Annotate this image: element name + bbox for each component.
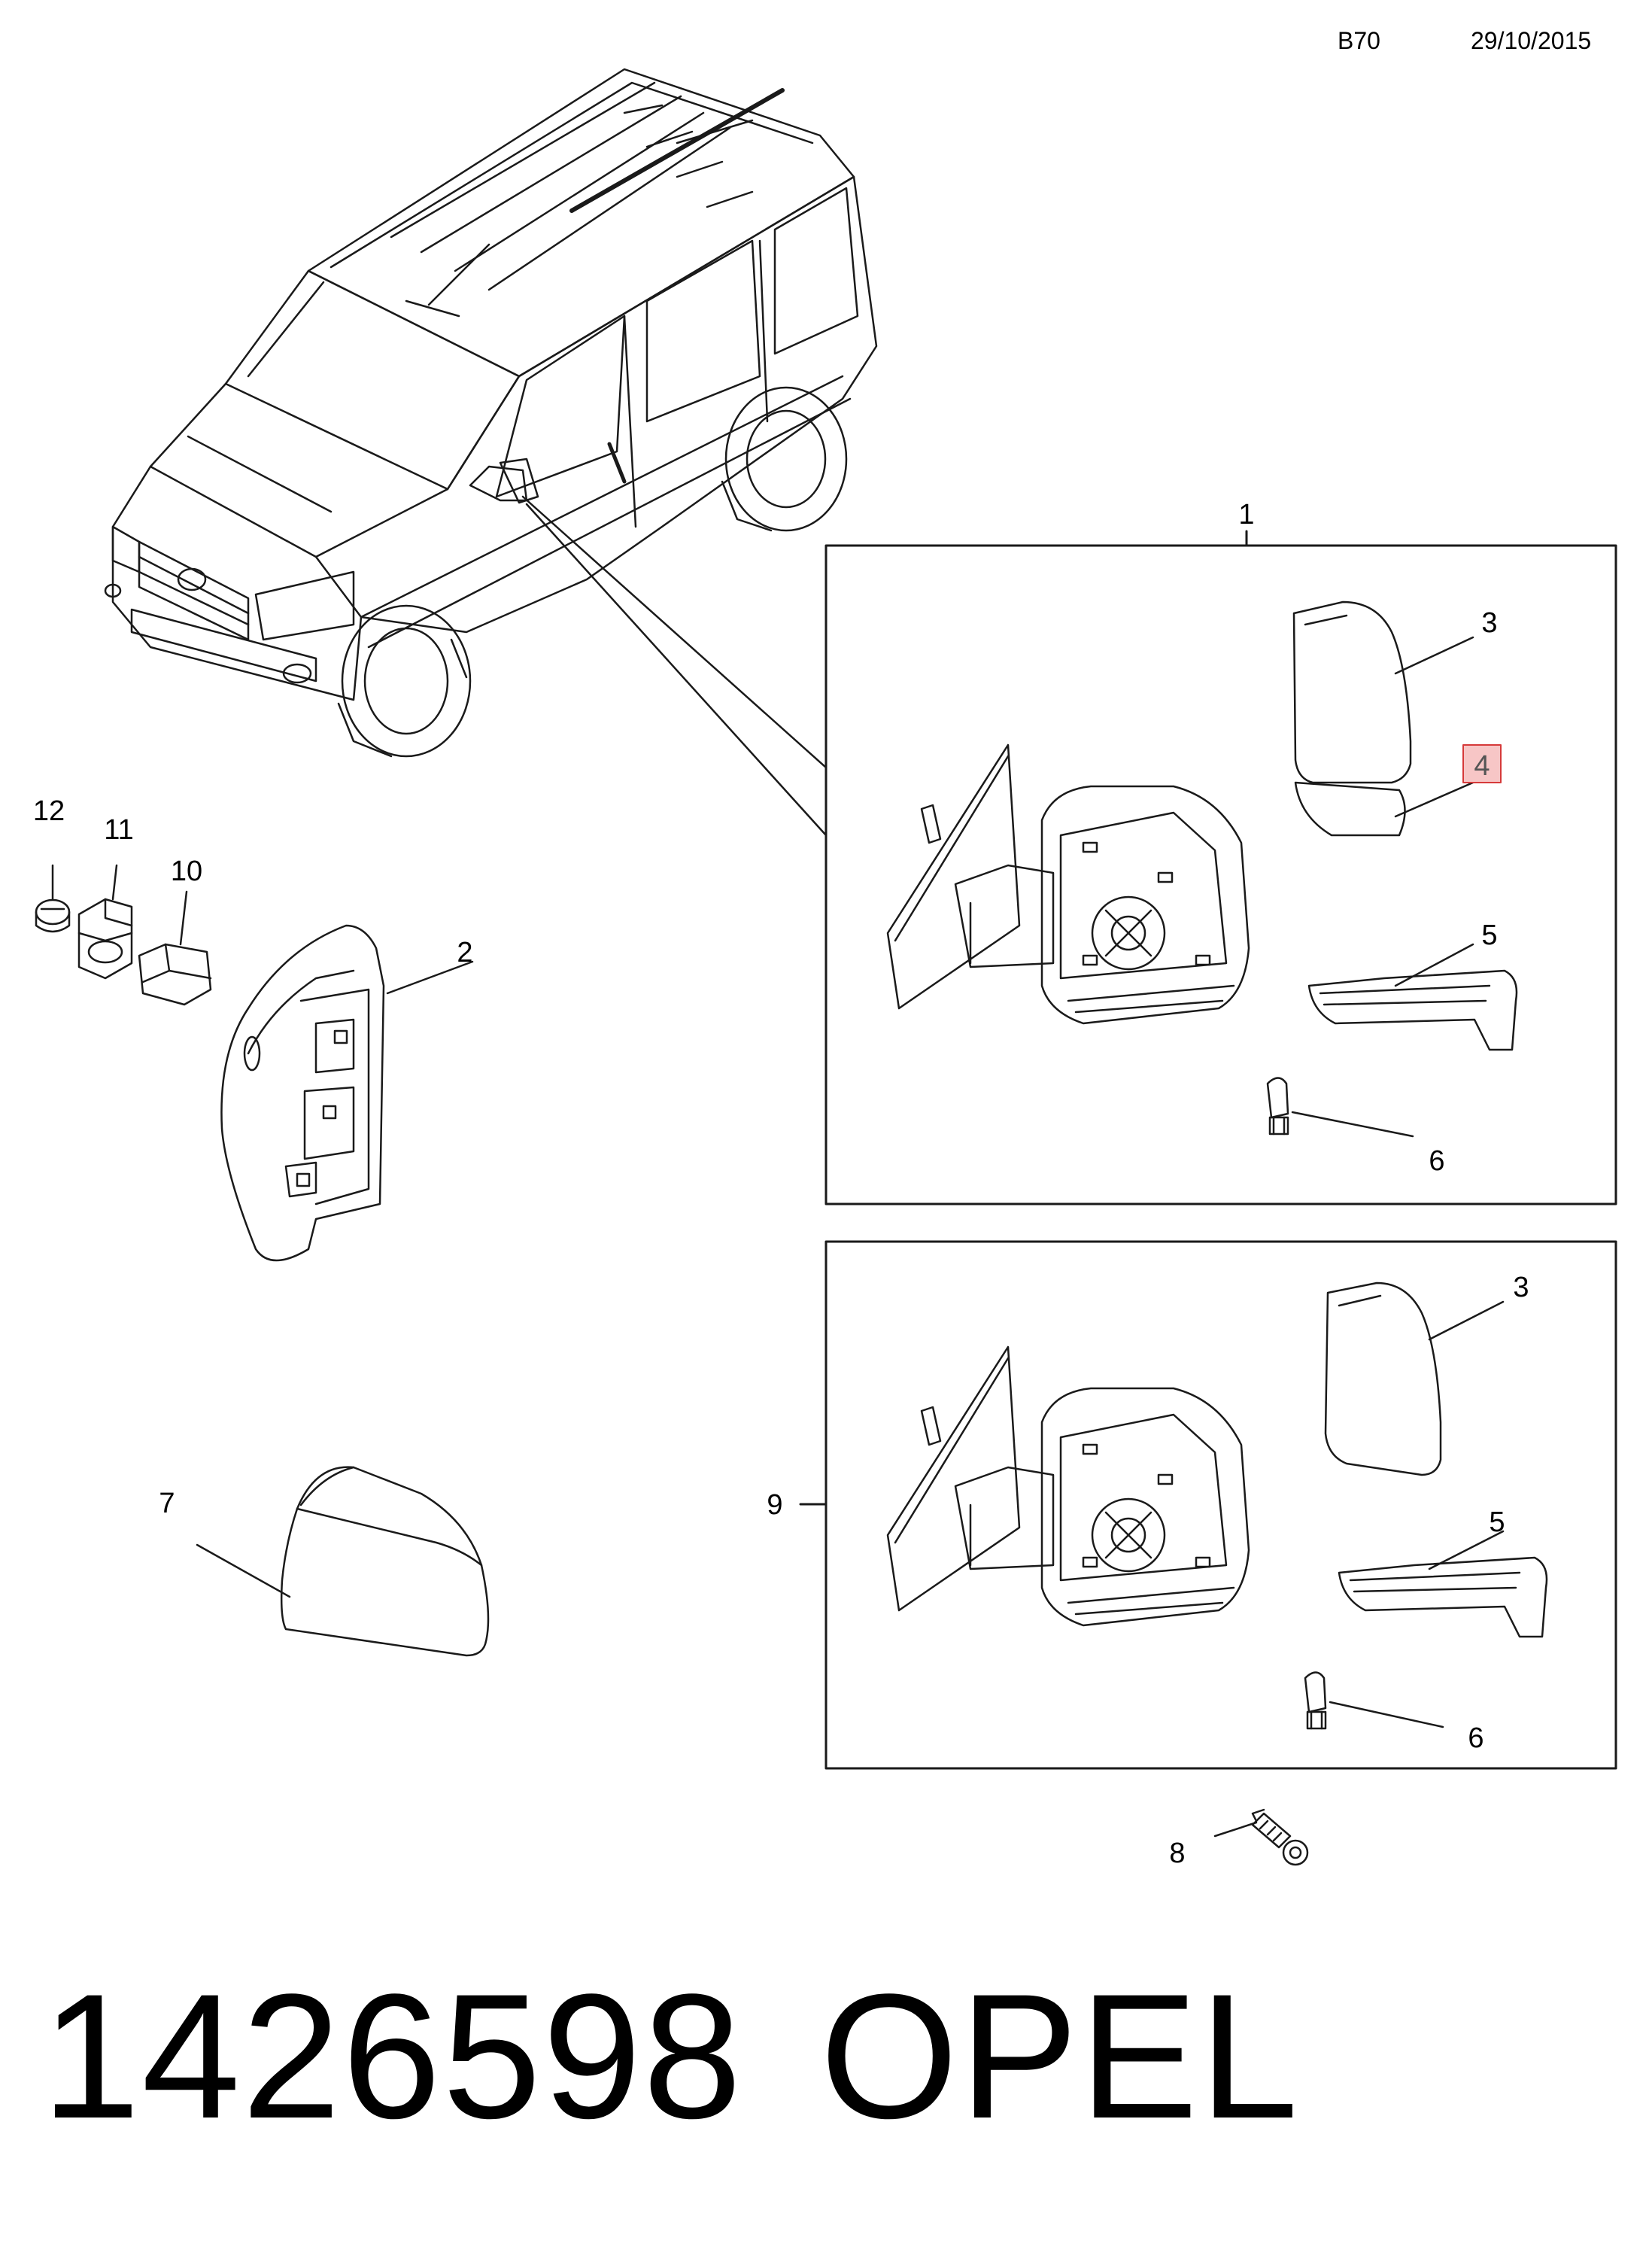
- mirror-assembly-upper: [886, 743, 1250, 1025]
- callout-7: 7: [159, 1488, 175, 1519]
- diagram-code: B70: [1338, 27, 1380, 54]
- assembly-box-1: [824, 544, 1617, 1205]
- mirror-assembly-lower: [886, 1345, 1250, 1627]
- turn-indicator-lower-box: [1338, 1556, 1548, 1638]
- callout-labels: 1 3 4 5 6 2 12 11 10 7 9 3 5 6 8: [33, 499, 1529, 1869]
- mirror-glass-upper: [1292, 600, 1412, 784]
- part-7-cover: [280, 1466, 490, 1657]
- bulb-lower-box: [1304, 1671, 1327, 1730]
- mirror-glass-lower-piece: [1294, 781, 1406, 837]
- turn-indicator-upper: [1307, 969, 1518, 1051]
- callout-12: 12: [33, 795, 65, 827]
- callout-5-upper: 5: [1481, 920, 1497, 951]
- callout-leaders: [51, 636, 1505, 1838]
- part-2-housing-shell: [220, 924, 385, 1262]
- part-12-grommet: [35, 898, 71, 933]
- part-8-screw: [1251, 1808, 1309, 1866]
- callout-4: 4: [1474, 750, 1490, 782]
- callout-1: 1: [1238, 499, 1254, 531]
- diagram-date: 29/10/2015: [1471, 27, 1592, 54]
- callout-4-highlight: [1462, 744, 1502, 783]
- part-11-bracket: [77, 898, 133, 980]
- callout-6-lower: 6: [1468, 1722, 1483, 1754]
- callout-8: 8: [1169, 1838, 1185, 1869]
- callout-9: 9: [767, 1489, 782, 1521]
- part-number: 1426598: [41, 1957, 743, 2156]
- callout-11: 11: [104, 814, 133, 846]
- vehicle-illustration: [104, 68, 878, 758]
- callout-3-lower: 3: [1513, 1272, 1529, 1303]
- callout-5-lower: 5: [1489, 1506, 1505, 1538]
- callout-3-upper: 3: [1481, 607, 1497, 639]
- callout-2: 2: [457, 937, 472, 968]
- bulb-upper: [1266, 1077, 1289, 1136]
- mirror-glass-lower-box: [1324, 1281, 1442, 1476]
- brand-name: OPEL: [820, 1957, 1300, 2156]
- zoom-leader-lines: [521, 495, 828, 837]
- part-10-connector: [138, 943, 212, 1006]
- callout-10: 10: [171, 856, 202, 887]
- callout-6-upper: 6: [1429, 1145, 1444, 1177]
